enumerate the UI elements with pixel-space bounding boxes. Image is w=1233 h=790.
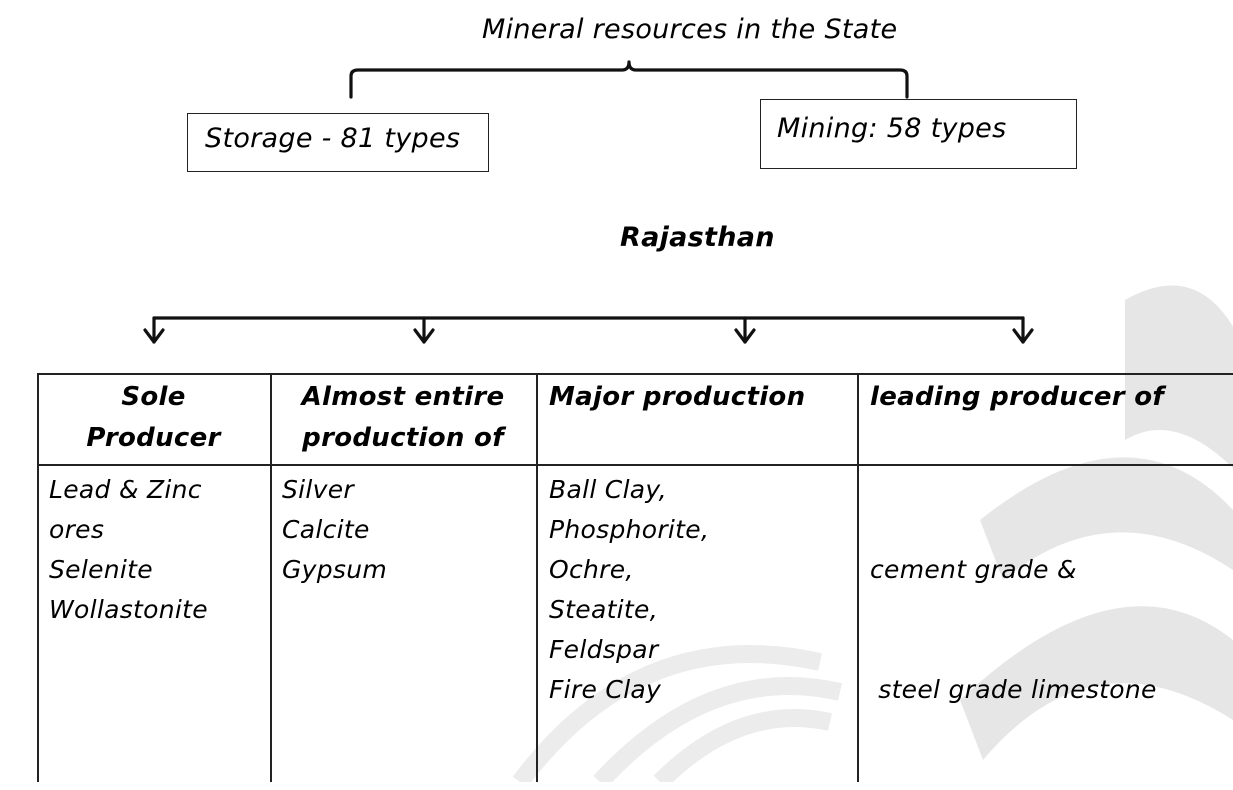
mining-box: Mining: 58 types [760,99,1077,169]
list-item: ores [49,515,105,544]
arrow-down-icon [413,316,435,344]
arrow-down-icon [143,316,165,344]
list-item: steel grade limestone [870,675,1157,704]
header-line: production of [302,423,504,453]
list-item: Fire Clay [549,675,662,704]
table-header-divider [37,464,1233,466]
title-bracket [349,60,909,99]
list-item: Lead & Zinc [49,475,202,504]
list-item: Feldspar [549,635,659,664]
header-major-production: Major production [549,377,849,418]
header-line: Sole [121,382,186,412]
storage-label: Storage - 81 types [205,123,461,154]
minerals-table: Sole Producer Almost entire production o… [37,373,1233,782]
column-sole-producer: Lead & Zinc ores Selenite Wollastonite [49,470,208,630]
header-leading-producer: leading producer of [870,377,1230,418]
list-item: Calcite [282,515,370,544]
header-line: leading producer of [870,382,1164,412]
list-item: cement grade & [870,555,1077,584]
arrow-down-icon [734,316,756,344]
header-line: Producer [86,423,221,453]
diagram-title: Mineral resources in the State [482,14,898,45]
column-almost-entire: Silver Calcite Gypsum [282,470,387,590]
table-col-divider [857,373,859,782]
header-line: Major production [549,382,806,412]
table-border-top [37,373,1233,375]
table-border-left [37,373,39,782]
arrow-down-icon [1012,316,1034,344]
list-item: Steatite, [549,595,658,624]
list-item: Ball Clay, [549,475,667,504]
state-label: Rajasthan [620,222,775,253]
table-col-divider [270,373,272,782]
list-item: Gypsum [282,555,388,584]
column-leading-producer: cement grade & steel grade limestone [870,470,1157,790]
header-sole-producer: Sole Producer [37,377,270,459]
table-col-divider [536,373,538,782]
branch-arrows [143,316,1034,344]
list-item: Selenite [49,555,153,584]
header-almost-entire: Almost entire production of [270,377,536,459]
list-item: Wollastonite [49,595,208,624]
column-major-production: Ball Clay, Phosphorite, Ochre, Steatite,… [549,470,709,710]
list-item: Ochre, [549,555,634,584]
header-line: Almost entire [301,382,505,412]
list-item: Phosphorite, [549,515,710,544]
storage-box: Storage - 81 types [187,113,489,172]
mining-label: Mining: 58 types [777,113,1007,144]
list-item: Silver [282,475,355,504]
